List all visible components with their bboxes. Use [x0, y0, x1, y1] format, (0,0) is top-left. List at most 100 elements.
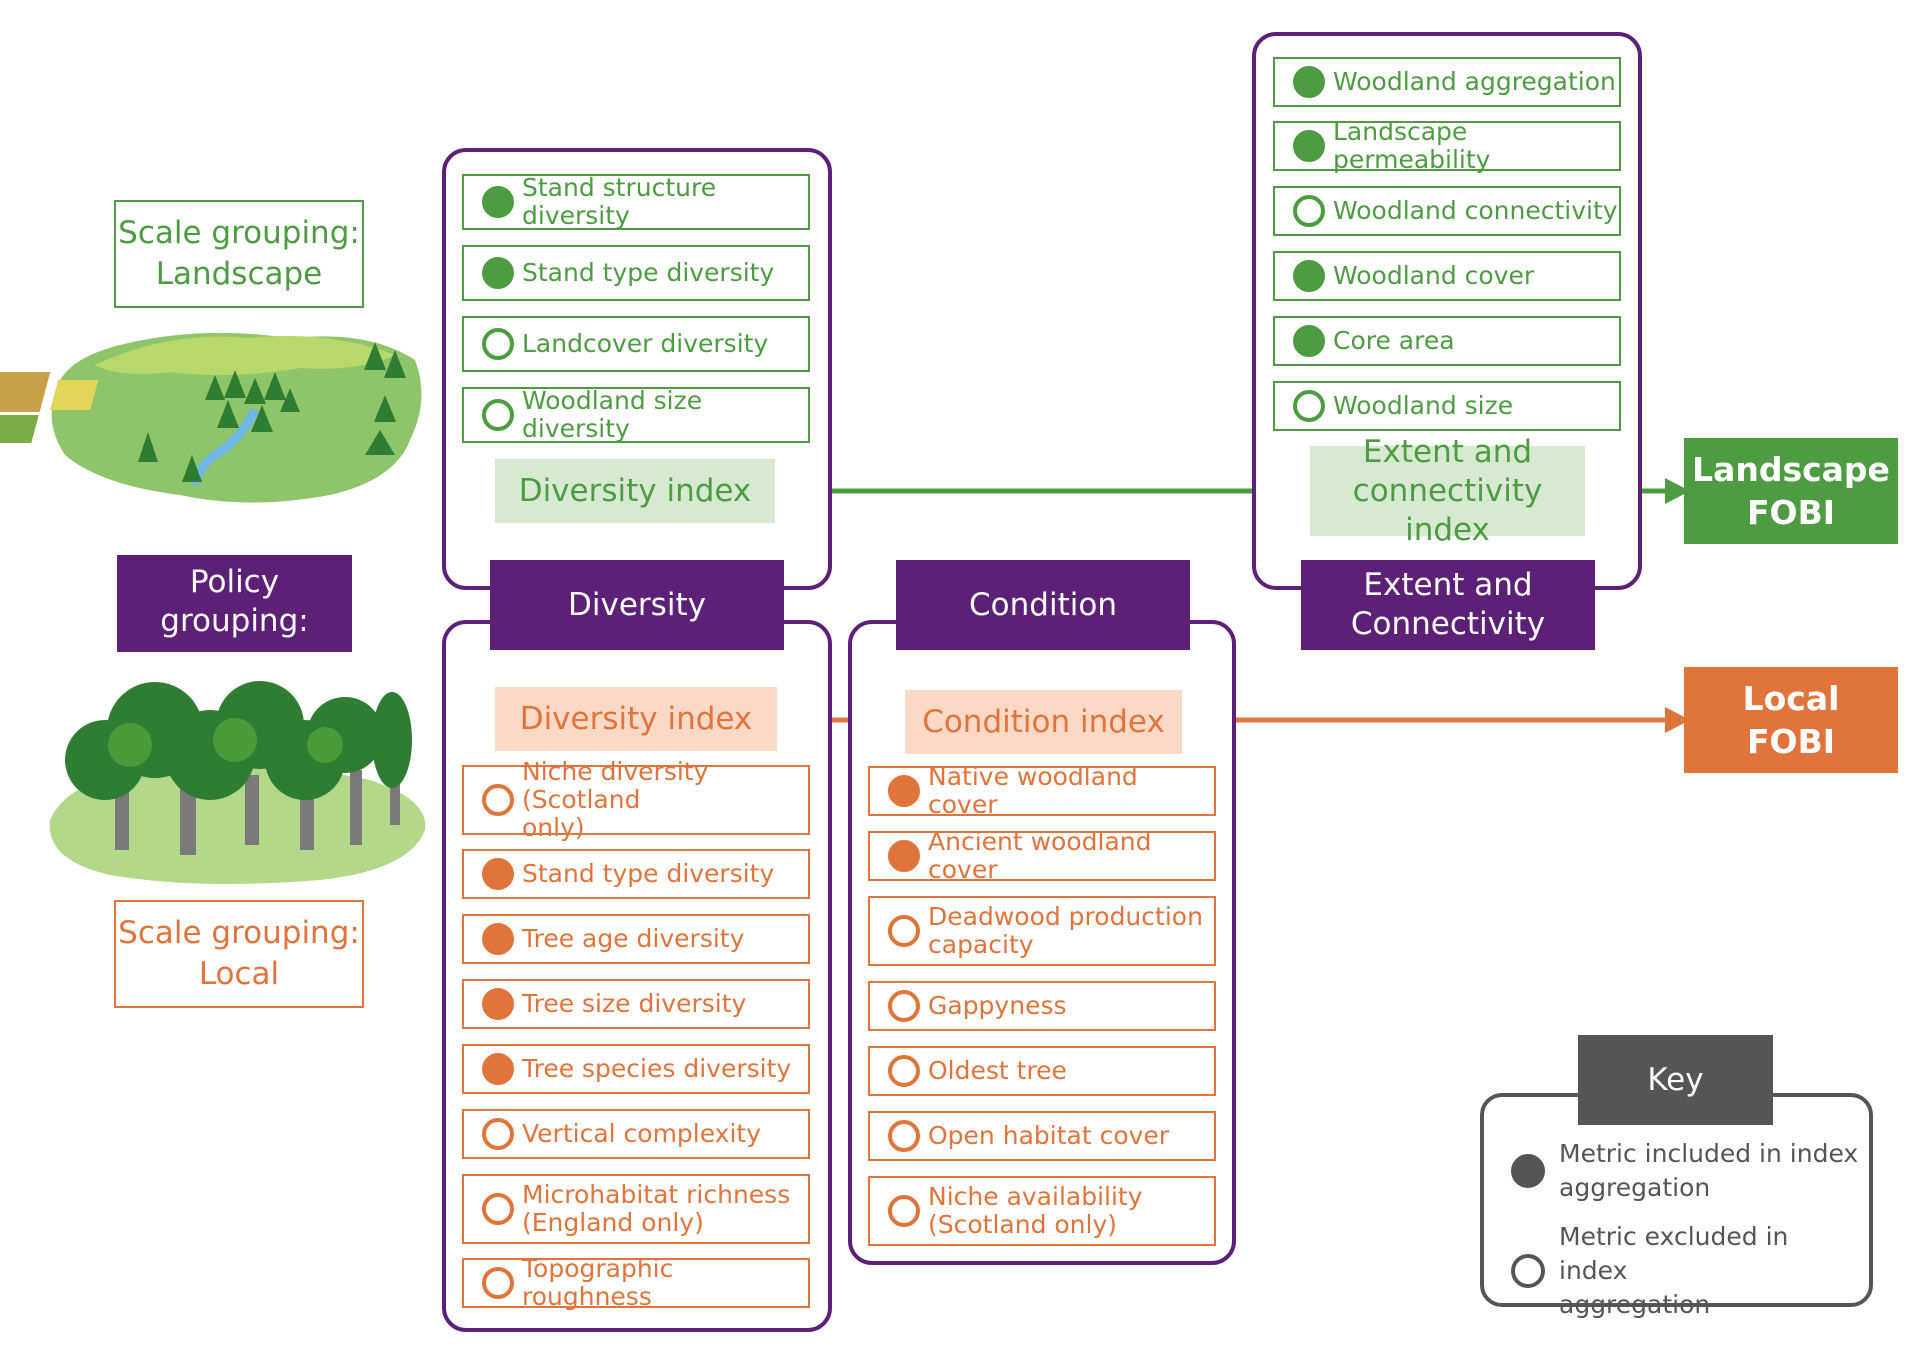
extent-metric: Woodland cover — [1273, 251, 1621, 301]
local-condition-index: Condition index — [905, 690, 1182, 754]
metric-label: Open habitat cover — [928, 1121, 1170, 1150]
landscape-diversity-metric: Stand structure diversity — [462, 174, 810, 230]
excluded-dot-icon — [888, 1195, 920, 1227]
metric-line2: (Scotland only) — [928, 1210, 1118, 1239]
policy-grouping-label: Policy grouping: — [117, 555, 352, 652]
local-diversity-metric: Tree age diversity — [462, 914, 810, 964]
extent-tab-line2: Connectivity — [1350, 606, 1546, 642]
scale-landscape-title: Scale grouping: — [118, 215, 360, 251]
metric-line2: capacity — [928, 930, 1034, 959]
metric-label: Stand type diversity — [522, 859, 775, 888]
extent-metric: Woodland size — [1273, 381, 1621, 431]
scale-landscape-subtitle: Landscape — [155, 256, 323, 292]
metric-label: Vertical complexity — [522, 1119, 762, 1148]
excluded-dot-icon — [888, 1120, 920, 1152]
extent-metric: Core area — [1273, 316, 1621, 366]
extent-connectivity-index: Extent and connectivity index — [1310, 434, 1585, 548]
landscape-fobi-line2: FOBI — [1746, 493, 1836, 532]
metric-label: Topographic roughness — [522, 1254, 674, 1311]
included-dot-icon — [482, 858, 514, 890]
condition-metric: Ancient woodland cover — [868, 827, 1216, 884]
included-dot-icon — [482, 1053, 514, 1085]
local-diversity-metric: Tree size diversity — [462, 979, 810, 1029]
local-diversity-metric: Microhabitat richness(England only) — [462, 1174, 810, 1244]
key-included-line2: aggregation — [1559, 1173, 1711, 1202]
landscape-diversity-index: Diversity index — [495, 459, 775, 523]
key-excluded-row: Metric excluded in index aggregation — [1511, 1220, 1861, 1322]
key-excluded-line1: Metric excluded in index — [1559, 1222, 1789, 1285]
metric-label: Woodland cover — [1333, 261, 1535, 290]
metric-line2: only) — [522, 813, 585, 842]
policy-line1: Policy — [189, 564, 280, 600]
condition-metric: Native woodland cover — [868, 762, 1216, 819]
included-dot-icon — [1511, 1154, 1545, 1188]
condition-metric: Niche availability(Scotland only) — [868, 1176, 1216, 1246]
metric-label: Stand type diversity — [522, 258, 775, 287]
scale-local-subtitle: Local — [198, 956, 280, 992]
included-dot-icon — [1293, 260, 1325, 292]
local-diversity-index: Diversity index — [495, 687, 777, 751]
metric-label: Gappyness — [928, 991, 1067, 1020]
excluded-dot-icon — [482, 784, 514, 816]
excluded-dot-icon — [482, 1267, 514, 1299]
metric-label: Landscape permeability — [1333, 117, 1491, 174]
metric-line1: Niche availability — [928, 1182, 1143, 1211]
extent-metric: Woodland aggregation — [1273, 57, 1621, 107]
metric-line1: Deadwood production — [928, 902, 1203, 931]
local-fobi-output: Local FOBI — [1684, 667, 1898, 773]
condition-metric: Oldest tree — [868, 1046, 1216, 1096]
landscape-diversity-metric: Stand type diversity — [462, 245, 810, 301]
metric-label: Oldest tree — [928, 1056, 1067, 1085]
local-arrowhead — [1665, 707, 1690, 733]
key-legend — [1480, 1093, 1873, 1307]
included-dot-icon — [1293, 325, 1325, 357]
local-diversity-metric: Topographic roughness — [462, 1254, 810, 1311]
included-dot-icon — [888, 840, 920, 872]
excluded-dot-icon — [1293, 195, 1325, 227]
excluded-dot-icon — [482, 1193, 514, 1225]
excluded-dot-icon — [482, 399, 514, 431]
metric-line2: (England only) — [522, 1208, 704, 1237]
metric-label: Woodland connectivity — [1333, 196, 1618, 225]
metric-label: Tree size diversity — [522, 989, 747, 1018]
excluded-dot-icon — [888, 915, 920, 947]
metric-label: Tree age diversity — [522, 924, 745, 953]
key-included-line1: Metric included in index — [1559, 1139, 1859, 1168]
metric-label: Core area — [1333, 326, 1455, 355]
key-excluded-line2: aggregation — [1559, 1290, 1711, 1319]
metric-label: Woodland aggregation — [1333, 67, 1616, 96]
included-dot-icon — [482, 923, 514, 955]
excluded-dot-icon — [482, 1118, 514, 1150]
metric-label: Ancient woodland cover — [928, 827, 1152, 884]
landscape-diversity-metric: Landcover diversity — [462, 316, 810, 372]
metric-line1: Niche diversity (Scotland — [522, 757, 709, 814]
group-tab-diversity: Diversity — [490, 560, 784, 650]
local-diversity-metric: Vertical complexity — [462, 1109, 810, 1159]
extent-metric: Landscape permeability — [1273, 117, 1621, 174]
policy-line2: grouping: — [160, 603, 309, 639]
key-title: Key — [1578, 1035, 1773, 1125]
landscape-fobi-line1: Landscape — [1692, 450, 1890, 489]
excluded-dot-icon — [888, 990, 920, 1022]
included-dot-icon — [482, 257, 514, 289]
metric-label: Woodland size — [1333, 391, 1514, 420]
extent-index-line2: connectivity index — [1352, 472, 1543, 548]
group-tab-extent-connectivity: Extent and Connectivity — [1301, 560, 1595, 650]
metric-label: Woodland size diversity — [522, 386, 703, 443]
excluded-dot-icon — [1293, 390, 1325, 422]
extent-metric: Woodland connectivity — [1273, 186, 1621, 236]
metric-label: Native woodland cover — [928, 762, 1138, 819]
condition-metric: Open habitat cover — [868, 1111, 1216, 1161]
landscape-fobi-output: Landscape FOBI — [1684, 438, 1898, 544]
local-diversity-metric: Tree species diversity — [462, 1044, 810, 1094]
metric-label: Landcover diversity — [522, 329, 769, 358]
extent-index-line1: Extent and — [1362, 433, 1533, 470]
local-diversity-metric: Stand type diversity — [462, 849, 810, 899]
excluded-dot-icon — [482, 328, 514, 360]
included-dot-icon — [482, 186, 514, 218]
group-tab-condition: Condition — [896, 560, 1190, 650]
included-dot-icon — [1293, 66, 1325, 98]
